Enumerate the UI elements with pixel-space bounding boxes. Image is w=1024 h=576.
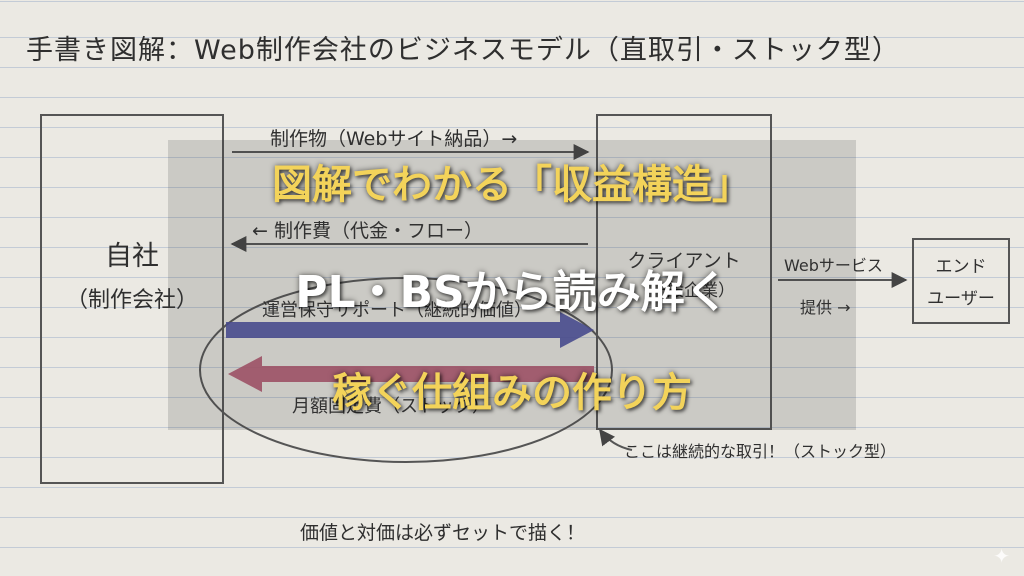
- stock-note-label: ここは継続的な取引！（ストック型）: [624, 442, 897, 461]
- overlay-subheadline: PL・BSから読み解く: [295, 267, 729, 318]
- diagram-title: 手書き図解：Web制作会社のビジネスモデル（直取引・ストック型）: [26, 35, 900, 66]
- bottom-note: 価値と対価は必ずセットで描く！: [300, 522, 586, 544]
- stock-circle: [199, 277, 613, 463]
- client-sub: （一般企業）: [633, 281, 735, 301]
- self-company-box: 自社 （制作会社）: [40, 114, 224, 484]
- web-service-label: Webサービス: [784, 256, 883, 275]
- sparkle-icon: ✦: [993, 544, 1010, 568]
- client-name: クライアント: [627, 250, 741, 272]
- enduser-line2: ユーザー: [927, 289, 995, 309]
- provide-label: 提供 →: [800, 298, 851, 317]
- enduser-line1: エンド: [935, 257, 987, 277]
- fixed-fee-red-arrow: [228, 356, 594, 392]
- overlay-tagline: 稼ぐ仕組みの作り方: [332, 370, 692, 416]
- maintenance-blue-arrow: [226, 312, 594, 348]
- deliverable-label: 制作物（Webサイト納品）→: [270, 128, 518, 150]
- self-company-name: 自社: [105, 241, 159, 272]
- fee-label: ← 制作費（代金・フロー）: [252, 220, 483, 242]
- note-pointer-arrow: [599, 428, 633, 451]
- overlay-shade: [168, 140, 856, 430]
- enduser-box: エンド ユーザー: [912, 238, 1010, 324]
- self-company-sub: （制作会社）: [65, 288, 198, 313]
- overlay-headline: 図解でわかる「収益構造」: [272, 162, 752, 208]
- fixed-fee-label: 月額固定費（ストック）: [292, 396, 490, 417]
- client-box: クライアント （一般企業）: [596, 114, 772, 430]
- maintenance-label: 運営保守サポート（継続的価値）: [262, 300, 532, 321]
